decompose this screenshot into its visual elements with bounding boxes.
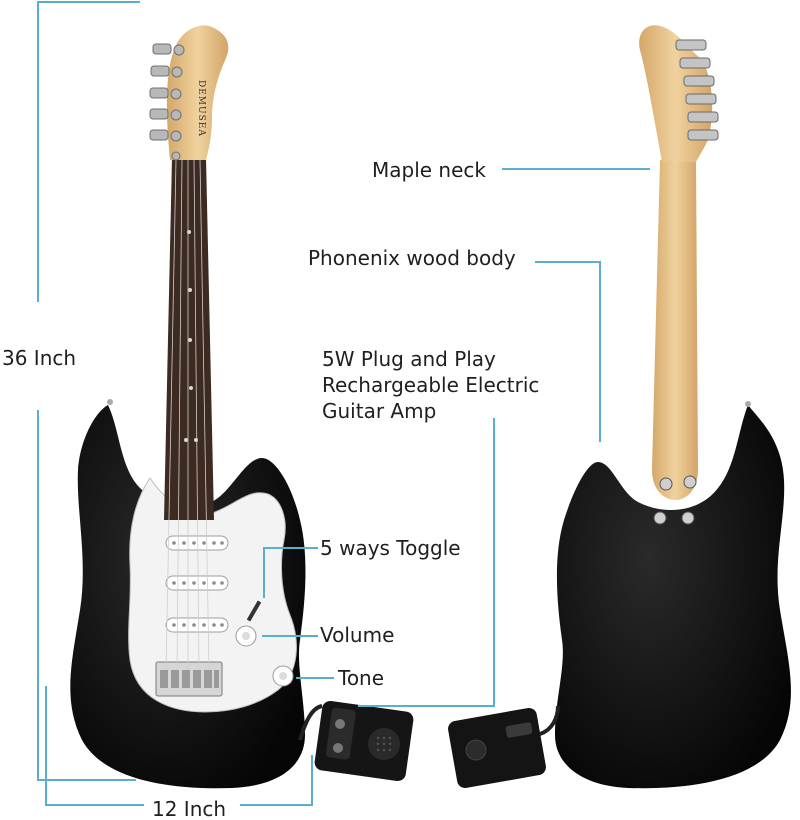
tuners-front bbox=[149, 43, 185, 161]
back-guitar bbox=[555, 25, 791, 789]
front-guitar: DEMUSEA bbox=[70, 25, 306, 789]
height-dimension-label: 36 Inch bbox=[2, 346, 77, 370]
amp-label-line3: Guitar Amp bbox=[322, 399, 437, 423]
width-dimension-label: 12 Inch bbox=[152, 797, 227, 820]
width-dimension-line bbox=[45, 686, 144, 806]
amp-label-line2: Rechargeable Electric bbox=[322, 373, 540, 397]
front-amp bbox=[298, 700, 414, 782]
volume-knob bbox=[235, 625, 257, 647]
neck-plate bbox=[653, 475, 697, 525]
tone-knob bbox=[272, 665, 294, 687]
volume-label: Volume bbox=[320, 623, 395, 647]
back-guitar-body bbox=[555, 405, 791, 789]
back-amp bbox=[448, 705, 560, 789]
toggle-label: 5 ways Toggle bbox=[320, 536, 461, 560]
front-headstock bbox=[166, 25, 229, 161]
amp-label-line1: 5W Plug and Play bbox=[322, 347, 496, 371]
bridge bbox=[155, 661, 223, 697]
amp-label: 5W Plug and Play Rechargeable Electric G… bbox=[322, 346, 539, 424]
svg-text:DEMUSEA: DEMUSEA bbox=[196, 80, 206, 137]
height-dimension-line bbox=[37, 1, 140, 302]
callout-lines bbox=[37, 1, 650, 806]
back-neck bbox=[652, 160, 698, 500]
wood-body-callout bbox=[535, 261, 601, 442]
amp-callout bbox=[358, 418, 495, 707]
tone-label: Tone bbox=[338, 666, 385, 690]
wood-body-label: Phonenix wood body bbox=[308, 246, 516, 270]
toggle-callout bbox=[263, 547, 318, 598]
maple-neck-label: Maple neck bbox=[372, 158, 486, 182]
toggle-switch bbox=[246, 600, 262, 622]
pickups bbox=[165, 535, 229, 633]
tuners-back bbox=[675, 39, 719, 141]
